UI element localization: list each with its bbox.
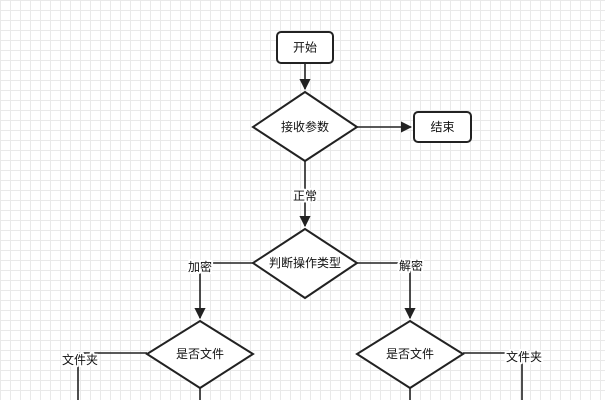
- edge-judge-to-right-decision: [357, 262, 416, 320]
- node-is-file-right[interactable]: 是否文件: [355, 319, 465, 390]
- edge-left-decision-folder: [77, 352, 147, 400]
- node-receive-params[interactable]: 接收参数: [251, 90, 359, 163]
- node-is-file-right-label: 是否文件: [386, 346, 434, 361]
- edge-right-decision-folder: [463, 352, 523, 400]
- node-end-label: 结束: [430, 120, 454, 134]
- edge-label-normal: 正常: [293, 189, 317, 203]
- edge-label-encrypt: 加密: [188, 259, 212, 274]
- edge-label-folder-right: 文件夹: [506, 349, 542, 364]
- node-end[interactable]: 结束: [413, 111, 472, 143]
- edges: [77, 63, 523, 400]
- node-is-file-left[interactable]: 是否文件: [145, 319, 255, 390]
- node-is-file-left-label: 是否文件: [176, 346, 224, 361]
- edge-label-folder-left: 文件夹: [62, 352, 98, 367]
- node-judge-op-type-label: 判断操作类型: [269, 255, 341, 270]
- edge-judge-to-left-decision: [194, 262, 253, 320]
- node-judge-op-type[interactable]: 判断操作类型: [251, 227, 359, 300]
- edge-label-decrypt: 解密: [399, 258, 423, 273]
- node-start[interactable]: 开始: [276, 31, 334, 64]
- node-receive-params-label: 接收参数: [281, 119, 329, 134]
- node-start-label: 开始: [293, 41, 317, 55]
